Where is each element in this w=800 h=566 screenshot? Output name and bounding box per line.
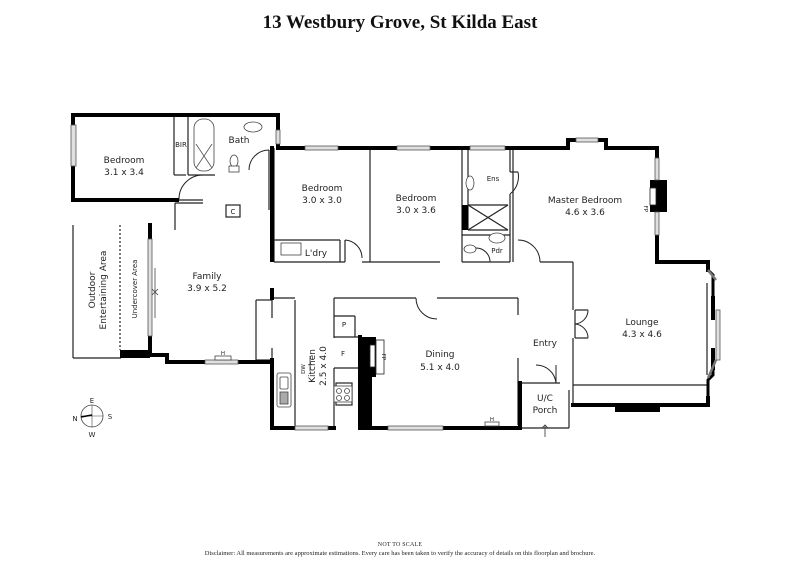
kitchen-name: Kitchen (308, 349, 318, 383)
bath-label: Bath (229, 136, 250, 146)
pdr-basin-icon (488, 232, 506, 244)
fireplace-dining (375, 339, 385, 375)
ens-basin-icon (465, 175, 475, 191)
fireplace-master-label: FP (642, 206, 648, 213)
bedroom3-name: Bedroom (396, 194, 437, 204)
basin-icon (243, 121, 263, 133)
bir-label: BIR (175, 141, 187, 149)
master-size: 4.6 x 3.6 (565, 208, 605, 218)
door-swings (178, 149, 589, 384)
cupboard-label: C (231, 208, 236, 216)
lounge-size: 4.3 x 4.6 (622, 330, 662, 340)
toilet-icon (229, 154, 239, 168)
heater-family-icon (214, 355, 232, 361)
heater-family-label: H (221, 351, 225, 357)
interior-walls (72, 115, 708, 429)
dining-size: 5.1 x 4.0 (420, 363, 460, 373)
entry-label: Entry (533, 339, 558, 349)
bedroom2-size: 3.0 x 3.0 (302, 196, 342, 206)
scale-note: NOT TO SCALE (377, 542, 423, 548)
compass-icon: E S W N (72, 397, 112, 439)
dining-name: Dining (425, 350, 454, 360)
master-name: Master Bedroom (548, 196, 622, 206)
bedroom1-name: Bedroom (104, 156, 145, 166)
porch-line1: U/C (537, 394, 553, 404)
laundry-trough-icon (280, 242, 302, 256)
bedroom1-size: 3.1 x 3.4 (104, 168, 144, 178)
property-title: 13 Westbury Grove, St Kilda East (262, 12, 538, 33)
bay-window (706, 268, 715, 398)
room-labels: Bedroom 3.1 x 3.4 BIR Bath C Bedroom 3.0… (88, 136, 662, 423)
powder-label: Pdr (491, 247, 503, 255)
kitchen-size: 2.5 x 4.0 (319, 346, 329, 386)
exterior-walls (71, 113, 715, 430)
sliding-door (151, 268, 159, 318)
fixtures (193, 118, 506, 427)
compass-west: W (89, 431, 96, 439)
compass-south: S (108, 413, 113, 421)
bathtub-icon (193, 118, 215, 172)
undercover-label: Undercover Area (131, 260, 139, 319)
heater-dining-icon (484, 421, 500, 427)
ensuite-label: Ens (487, 175, 500, 183)
fireplace-master (649, 187, 657, 206)
heater-dining-label: H (490, 417, 494, 423)
pantry-label: P (342, 321, 346, 329)
compass-north: N (72, 415, 77, 423)
lounge-name: Lounge (625, 318, 658, 328)
dishwasher-label: DW (301, 364, 307, 374)
entry-arrow-icon (541, 424, 549, 437)
disclaimer: Disclaimer: All measurements are approxi… (204, 550, 596, 557)
pdr-toilet-icon (463, 244, 477, 254)
family-name: Family (193, 272, 223, 282)
porch-line2: Porch (533, 406, 558, 416)
family-size: 3.9 x 5.2 (187, 284, 227, 294)
outdoor-line1: Outdoor (88, 271, 98, 308)
compass-east: E (90, 397, 94, 405)
laundry-label: L'dry (305, 249, 328, 259)
outdoor-line2: Entertaining Area (99, 251, 109, 330)
fridge-label: F (341, 350, 345, 358)
bedroom3-size: 3.0 x 3.6 (396, 206, 436, 216)
bedroom2-name: Bedroom (302, 184, 343, 194)
windows (70, 124, 721, 431)
fireplace-dining-label: FP (380, 354, 386, 361)
